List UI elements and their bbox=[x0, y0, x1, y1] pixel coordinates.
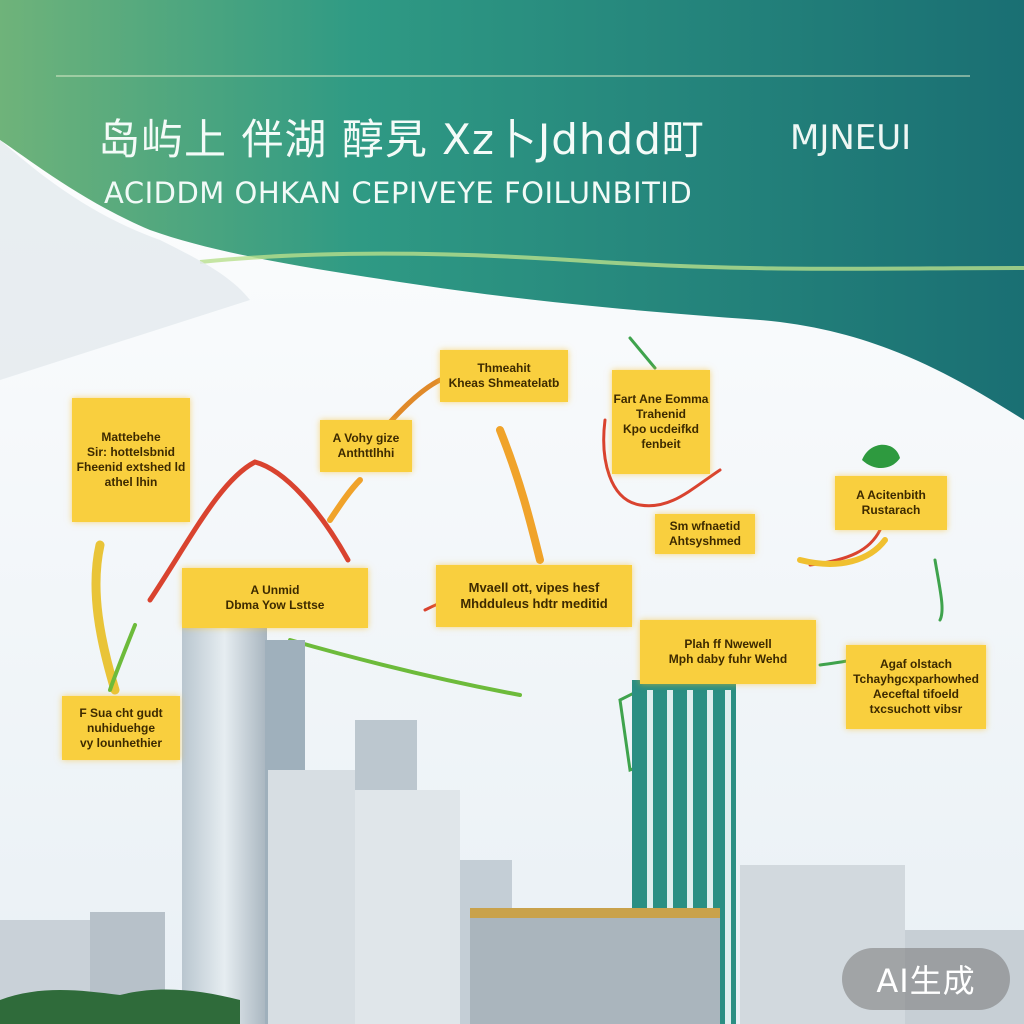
sticky-note: A Vohy gize Anthttlhhi bbox=[320, 420, 412, 472]
arrow-green-down bbox=[933, 558, 944, 622]
arrow-yellow-left bbox=[91, 540, 120, 695]
note-line: Trahenid bbox=[635, 407, 686, 421]
note-line: Aeceftal tifoeld bbox=[872, 687, 959, 701]
note-line: vy lounhethier bbox=[79, 735, 162, 750]
arrow-green-left bbox=[108, 623, 137, 692]
watermark-label: AI生成 bbox=[876, 962, 976, 1000]
building bbox=[268, 770, 358, 1024]
sticky-note: Plah ff Nwewell Mph daby fuhr Wehd bbox=[640, 620, 816, 684]
sticky-note: F Sua cht gudt nuhiduehge vy lounhethier bbox=[62, 696, 180, 760]
note-line: Dbma Yow Lsttse bbox=[225, 598, 325, 612]
note-line: Sir: hottelsbnid bbox=[87, 445, 175, 459]
note-line: Mhdduleus hdtr meditid bbox=[460, 596, 608, 611]
note-line: Mvaell ott, vipes hesf bbox=[468, 579, 600, 595]
note-line: Mattebehe bbox=[101, 430, 161, 444]
note-line: txcsuchott vibsr bbox=[869, 702, 963, 716]
arrow-red-loop bbox=[602, 418, 722, 508]
note-line: Tchayhgcxparhowhed bbox=[853, 672, 979, 686]
sticky-note: Mattebehe Sir: hottelsbnid Fheenid extsh… bbox=[72, 398, 190, 522]
arrow-red-peak bbox=[147, 459, 351, 603]
sticky-note: Mvaell ott, vipes hesf Mhdduleus hdtr me… bbox=[436, 565, 632, 627]
header-band bbox=[0, 0, 1024, 420]
sticky-note: A Unmid Dbma Yow Lsttse bbox=[182, 568, 368, 628]
note-line: Kheas Shmeatelatb bbox=[448, 376, 560, 390]
note-line: Agaf olstach bbox=[879, 657, 952, 671]
note-line: nuhiduehge bbox=[87, 720, 155, 735]
sticky-note: Thmeahit Kheas Shmeatelatb bbox=[440, 350, 568, 402]
arrow-orange-small bbox=[327, 477, 363, 523]
arrow-green-long bbox=[288, 638, 522, 697]
ai-generated-badge: AI生成 bbox=[842, 948, 1010, 1010]
note-line: F Sua cht gudt bbox=[79, 705, 163, 720]
header-wave-shadow bbox=[0, 140, 250, 380]
note-line: A Acitenbith bbox=[856, 488, 926, 502]
podium bbox=[470, 915, 720, 1024]
note-line: Plah ff Nwewell bbox=[684, 637, 772, 651]
arrow-yellow-rightnote bbox=[797, 537, 888, 567]
note-line: A Vohy gize bbox=[332, 431, 400, 445]
trees bbox=[0, 989, 240, 1024]
note-line: Thmeahit bbox=[477, 361, 531, 375]
title-chinese: 岛屿上 伴湖 醇旯 Xz卜Jdhdd町 bbox=[98, 115, 705, 164]
note-line: A Unmid bbox=[250, 583, 300, 597]
sticky-note: A Acitenbith Rustarach bbox=[835, 476, 947, 530]
note-line: athel lhin bbox=[104, 475, 158, 489]
note-line: fenbeit bbox=[641, 437, 681, 451]
podium-roof bbox=[470, 908, 720, 918]
note-line: Rustarach bbox=[861, 503, 921, 517]
sticky-note: Agaf olstach Tchayhgcxparhowhed Aeceftal… bbox=[846, 645, 986, 729]
note-line: Fart Ane Eomma bbox=[613, 392, 709, 406]
note-line: Kpo ucdeifkd bbox=[622, 422, 699, 436]
arrow-green-top bbox=[628, 336, 657, 370]
building bbox=[355, 790, 460, 1024]
arrow-orange-up bbox=[496, 426, 544, 564]
note-line: Mph daby fuhr Wehd bbox=[668, 652, 788, 666]
header-wave-highlight bbox=[199, 251, 1024, 271]
sticky-note: Sm wfnaetid Ahtsyshmed bbox=[655, 514, 755, 554]
tower-left bbox=[182, 610, 267, 1024]
subtitle: ACIDDM OHKAN CEPIVEYE FOILUNBITID bbox=[104, 176, 693, 210]
title-right: MJNEUI bbox=[790, 118, 912, 158]
leaf-icon bbox=[862, 444, 900, 469]
note-line: Anthttlhhi bbox=[337, 446, 395, 460]
note-line: Fheenid extshed ld bbox=[76, 460, 186, 474]
sticky-note: Fart Ane Eomma Trahenid Kpo ucdeifkd fen… bbox=[612, 370, 710, 474]
note-line: Ahtsyshmed bbox=[668, 534, 742, 548]
note-line: Sm wfnaetid bbox=[669, 519, 741, 533]
